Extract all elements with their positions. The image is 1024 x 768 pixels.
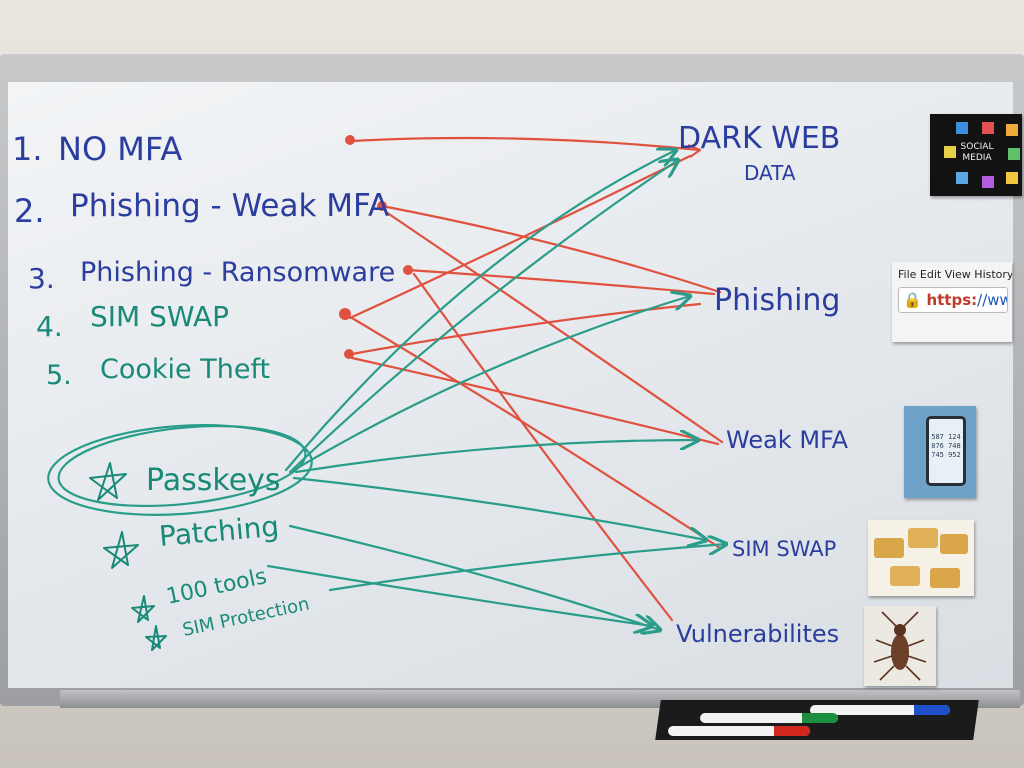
threat-5-label: Cookie Theft <box>100 354 270 385</box>
threat-3-num: 3. <box>28 262 55 295</box>
phone-sticker: 587 124 876 748 745 952 <box>904 406 976 498</box>
star-icon <box>145 625 167 651</box>
phone-icon: 587 124 876 748 745 952 <box>926 416 966 486</box>
defense-100-tools: 100 tools <box>164 564 269 610</box>
arrow-patching-vulns <box>288 524 660 630</box>
star-icon <box>103 531 139 569</box>
social-icons-grid <box>944 122 1020 188</box>
arrow-passkeys-simswap <box>292 476 706 540</box>
star-icon <box>89 462 127 501</box>
phone-code: 587 124 876 748 745 952 <box>931 433 961 459</box>
threat-2-num: 2. <box>14 192 45 230</box>
defense-passkeys: Passkeys <box>146 463 281 498</box>
outcome-weak-mfa: Weak MFA <box>726 426 849 454</box>
outcome-vulnerabilities: Vulnerabilites <box>676 620 839 648</box>
arrow-cookie-phishing <box>350 302 702 356</box>
arrow-ransomware-vulns <box>412 272 674 622</box>
arrow-passkeys-phishing <box>292 296 690 472</box>
outcome-phishing: Phishing <box>714 283 840 318</box>
outcome-darkweb-sub: DATA <box>744 161 796 185</box>
url-scheme: https: <box>926 291 978 309</box>
star-icon <box>131 595 155 623</box>
sim-card-sticker <box>868 520 974 596</box>
arrow-weakmfa-phishing <box>380 204 722 294</box>
sim-chip-icon <box>874 528 968 588</box>
arrow-ransomware-phishing <box>406 268 716 296</box>
threat-3-label: Phishing - Ransomware <box>80 257 395 288</box>
threat-1-num: 1. <box>12 130 43 168</box>
social-media-sticker: SOCIAL MEDIA <box>930 114 1022 196</box>
social-media-label: SOCIAL MEDIA <box>960 142 994 163</box>
arrow-passkeys-darkweb-2 <box>284 150 676 472</box>
whiteboard-surface <box>8 82 1013 688</box>
threat-4-label: SIM SWAP <box>90 300 229 333</box>
arrow-weakmfa-weakmfa <box>384 210 724 444</box>
red-marker[interactable] <box>668 726 810 736</box>
bug-sticker <box>864 606 936 686</box>
passkeys-circle <box>47 424 313 516</box>
threat-1-label: NO MFA <box>58 130 182 168</box>
arrow-simswap-simswap <box>350 316 722 550</box>
threat-2-label: Phishing - Weak MFA <box>70 188 389 224</box>
arrow-nomfa-darkweb <box>350 136 702 152</box>
green-marker[interactable] <box>700 713 838 723</box>
arrow-passkeys-weakmfa <box>294 440 698 474</box>
arrow-simswap-darkweb <box>348 154 692 320</box>
arrow-tools-vulns <box>266 564 652 626</box>
arrow-passkeys-darkweb <box>288 160 678 474</box>
url-rest: //ww <box>977 291 1007 309</box>
browser-sticker: File Edit View History 🔒 https://ww <box>892 262 1012 342</box>
outcome-sim-swap: SIM SWAP <box>732 537 836 561</box>
threat-4-num: 4. <box>36 310 63 343</box>
threat-5-num: 5. <box>46 360 72 391</box>
defense-patching: Patching <box>158 510 281 553</box>
arrow-simprotect-simswap <box>328 544 726 592</box>
browser-menu: File Edit View History <box>898 268 1012 281</box>
outcome-darkweb: DARK WEB <box>678 121 840 156</box>
browser-url: 🔒 https://ww <box>898 287 1008 313</box>
bug-icon <box>873 611 927 681</box>
blue-marker[interactable] <box>810 705 950 715</box>
